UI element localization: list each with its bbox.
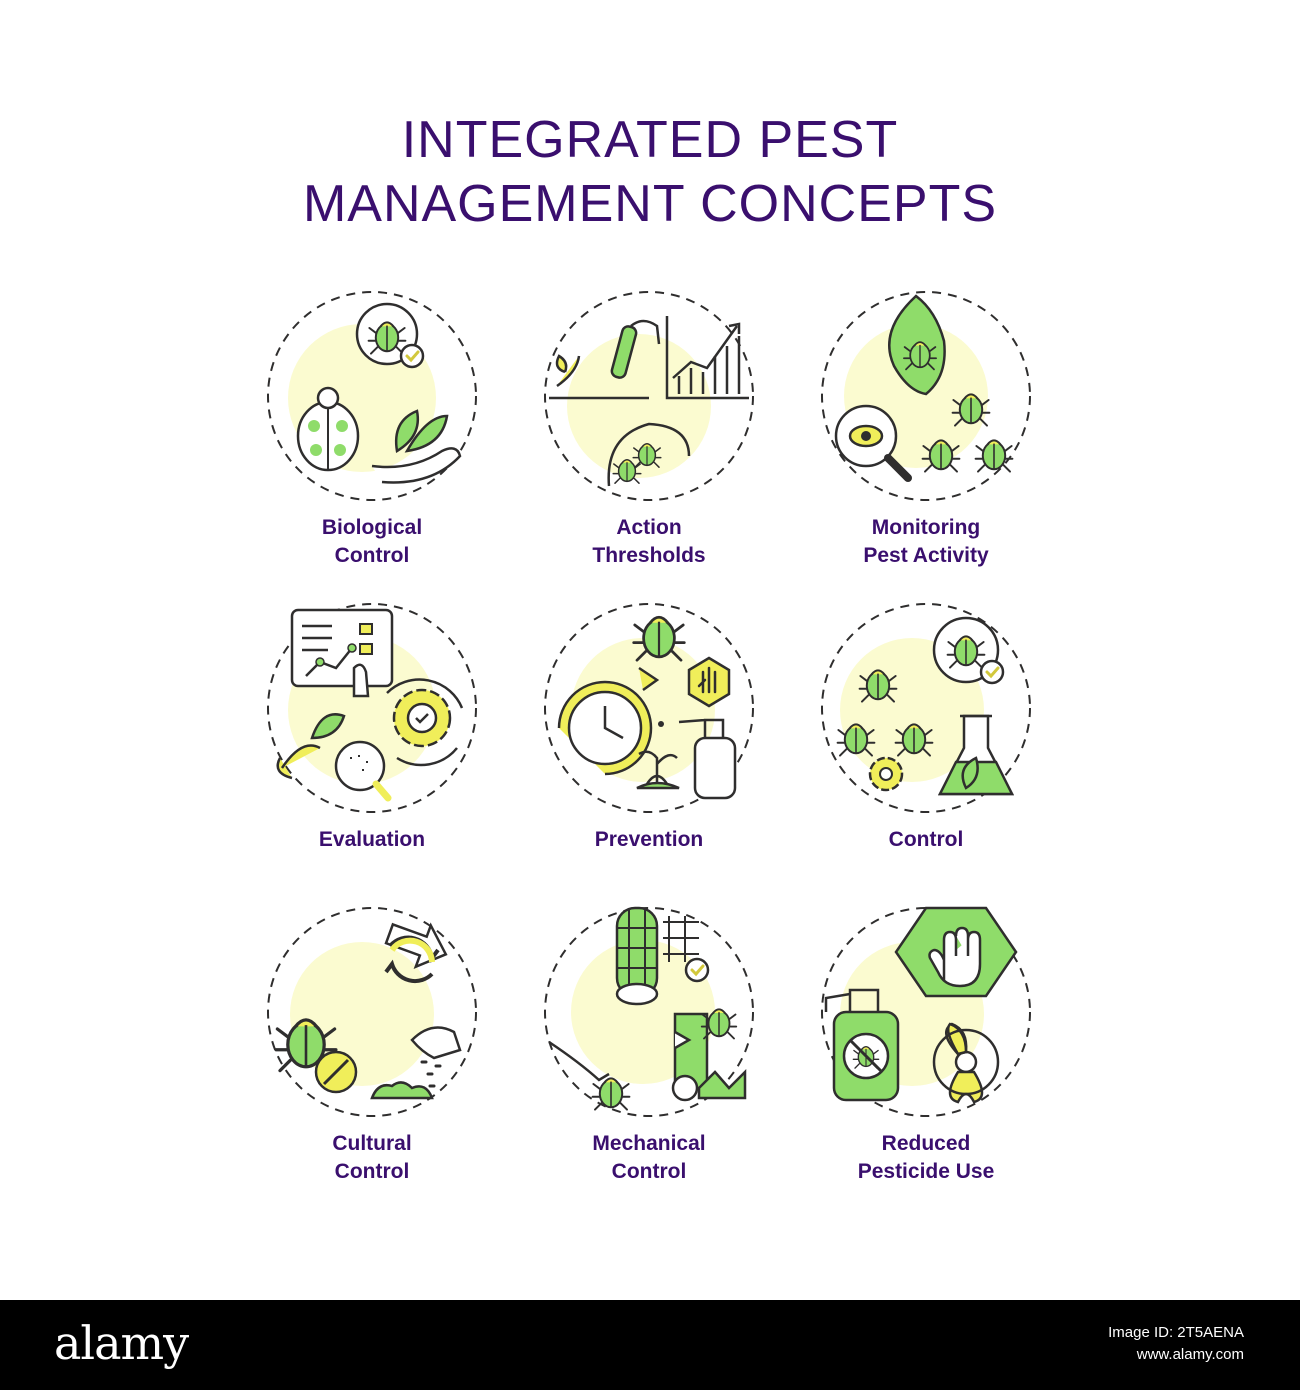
title-line-1: INTEGRATED PEST: [401, 111, 899, 169]
analysis-gear-icon: [267, 603, 477, 813]
concept-label: Monitoring Pest Activity: [863, 516, 989, 567]
concept-label: Biological Control: [321, 516, 423, 567]
concept-card-biological-control: Biological Control: [232, 286, 512, 570]
growth-chart-icon: [544, 291, 754, 501]
magnifier-bugs-icon: [821, 291, 1031, 501]
stop-hand-sprayer-icon: [821, 906, 1031, 1117]
bugs-flask-icon: [821, 603, 1031, 813]
title-line-2: MANAGEMENT CONCEPTS: [302, 175, 998, 233]
concept-card-prevention: Prevention: [509, 598, 789, 854]
concept-card-action-thresholds: Action Thresholds: [509, 286, 789, 570]
concept-card-reduced-pesticide-use: Reduced Pesticide Use: [786, 902, 1066, 1186]
concept-label: Mechanical Control: [592, 1132, 706, 1183]
net-trap-icon: [544, 906, 754, 1117]
concept-card-evaluation: Evaluation: [232, 598, 512, 854]
concept-card-mechanical-control: Mechanical Control: [509, 902, 789, 1186]
watermark-footer: alamy Image ID: 2T5AENA www.alamy.com: [0, 1300, 1300, 1390]
clock-spray-icon: [544, 603, 754, 813]
ladybug-bee-sprout-icon: [267, 291, 477, 501]
brand-logo: alamy: [54, 1316, 189, 1370]
concept-label: Cultural Control: [332, 1132, 412, 1183]
concept-label: Action Thresholds: [592, 516, 706, 567]
page-title: INTEGRATED PEST MANAGEMENT CONCEPTS: [0, 108, 1300, 236]
concept-card-cultural-control: Cultural Control: [232, 902, 512, 1186]
concept-card-control: Control: [786, 598, 1066, 854]
beetle-rotation-icon: [267, 907, 477, 1117]
concept-label: Evaluation: [318, 828, 426, 851]
concept-label: Control: [888, 828, 964, 851]
concept-label: Prevention: [594, 828, 704, 851]
concept-label: Reduced Pesticide Use: [857, 1132, 995, 1183]
concept-card-monitoring-pest-activity: Monitoring Pest Activity: [786, 286, 1066, 570]
image-id: Image ID: 2T5AENA www.alamy.com: [1108, 1324, 1244, 1363]
